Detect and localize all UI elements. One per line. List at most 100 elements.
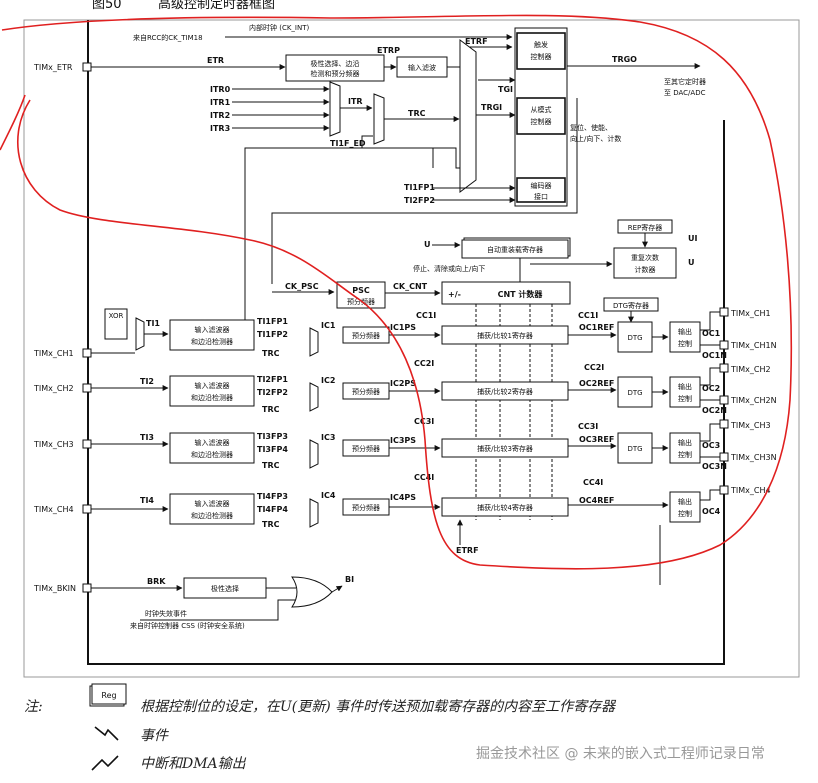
ti2fp2-label: TI2FP2 — [404, 196, 435, 205]
ch2-dtg-text: DTG — [627, 389, 642, 397]
ch2-filter-text-2: 和边沿检测器 — [191, 393, 233, 402]
ch2-trc: TRC — [262, 405, 280, 414]
slave-output-2: 向上/向下、计数 — [570, 134, 621, 143]
slave-controller-text-2: 控制器 — [531, 117, 552, 126]
oc3ref-label: OC3REF — [579, 435, 614, 444]
cc1i-label: CC1I — [416, 311, 436, 320]
pin-bkin-label: TIMx_BKIN — [33, 584, 76, 593]
pin-ch1 — [82, 348, 92, 358]
ch4-filter-box — [169, 493, 255, 525]
pin-etr-label: TIMx_ETR — [33, 63, 73, 72]
ch3-prescaler-text: 预分频器 — [352, 444, 380, 453]
ic3-label: IC3 — [321, 433, 335, 442]
psc-box — [336, 281, 386, 309]
ti1f-ed-feed — [244, 147, 460, 320]
pin-out-ch1 — [719, 307, 729, 317]
ch2-filter-text-1: 输入滤波器 — [195, 381, 230, 390]
cnt-events-label: 停止、清除或向上/向下 — [413, 264, 485, 273]
ch1-filter-text-1: 输入滤波器 — [195, 325, 230, 334]
rep-counter-box — [613, 247, 677, 279]
cc3-register-box — [441, 438, 569, 458]
ic1-label: IC1 — [321, 321, 336, 330]
ch4-filter-text-2: 和边沿检测器 — [191, 511, 233, 520]
ic1-mux — [309, 327, 319, 357]
ch1-output-ctrl-2: 控制 — [678, 339, 692, 348]
cc2i-label: CC2I — [414, 359, 434, 368]
trc-label: TRC — [408, 109, 426, 118]
etrf-line — [447, 44, 513, 68]
etrf-label: ETRF — [465, 37, 488, 46]
figure-title: 高级控制定时器框图 — [158, 0, 275, 12]
cc2i-out-label: CC2I — [584, 363, 604, 372]
ch4-output-ctrl-1: 输出 — [678, 497, 692, 506]
pin-out-ch1-label: TIMx_CH1 — [730, 309, 771, 318]
channel-4: TIMx_CH4 TI4 输入滤波器 和边沿检测器 TI4FP3 TI4FP4 … — [33, 473, 721, 529]
channel-2: TIMx_CH2 TI2 输入滤波器 和边沿检测器 TI2FP1 TI2FP2 … — [33, 359, 727, 415]
ch4-output-ctrl-2: 控制 — [678, 509, 692, 518]
auto-reload-text: 自动重装载寄存器 — [487, 245, 543, 254]
channel-3: TIMx_CH3 TI3 输入滤波器 和边沿检测器 TI3FP3 TI3FP4 … — [33, 417, 727, 471]
encoder-interface-text-1: 编码器 — [531, 181, 552, 190]
slave-controller-box — [516, 97, 566, 135]
ch1-filter-box — [169, 319, 255, 351]
ch1-dtg-box — [617, 321, 653, 353]
event-text: 事件 — [140, 728, 169, 744]
pin-etr — [82, 62, 92, 72]
itr0-label: ITR0 — [210, 85, 231, 94]
cc1-register-text: 捕获/比较1寄存器 — [477, 331, 533, 340]
interrupt-text: 中断和DMA输出 — [140, 756, 247, 772]
ck-psc-label: CK_PSC — [285, 282, 319, 291]
pin-ch3-label: TIMx_CH3 — [33, 440, 74, 449]
ic2-mux — [309, 382, 319, 412]
reg-legend-text: Reg — [101, 691, 116, 700]
itr-label: ITR — [348, 97, 363, 106]
figure-number: 图50 — [92, 0, 122, 12]
auto-reload-shadow — [461, 239, 569, 259]
bi-label: BI — [345, 575, 354, 584]
ch3-dtg-box — [617, 432, 653, 464]
cc4-register-box — [441, 497, 569, 517]
polarity-select-text: 极性选择 — [211, 584, 239, 593]
brk-label: BRK — [147, 577, 166, 586]
ch3-filter-text-1: 输入滤波器 — [195, 438, 230, 447]
ch2-prescaler-text: 预分频器 — [352, 387, 380, 396]
ch4-filter-text-1: 输入滤波器 — [195, 499, 230, 508]
ch1-output-ctrl-box — [669, 321, 701, 353]
ch1-dtg-text: DTG — [627, 334, 642, 342]
input-filter-text: 输入滤波 — [408, 63, 436, 72]
pin-out-ch2-label: TIMx_CH2 — [730, 365, 771, 374]
pin-out-ch3n — [719, 452, 729, 462]
oc3-label: OC3 — [702, 441, 720, 450]
pin-out-ch2n-label: TIMx_CH2N — [730, 396, 777, 405]
u-label-arr: U — [424, 240, 431, 249]
trigger-controller-box — [516, 32, 566, 70]
ch1-output-ctrl-1: 输出 — [678, 327, 692, 336]
ch1-fp2: TI1FP2 — [257, 330, 288, 339]
ti1fp1-label: TI1FP1 — [404, 183, 435, 192]
ch3-filter-box — [169, 432, 255, 464]
ti1f-ed-label: TI1F_ED — [330, 139, 366, 148]
rcc-source-label: 来自RCC的CK_TIM18 — [133, 33, 203, 42]
ch2-output-ctrl-box — [669, 376, 701, 408]
reg-legend-shadow — [91, 683, 127, 705]
pin-out-ch2n — [719, 395, 729, 405]
oc1n-label: OC1N — [702, 351, 727, 360]
xor-text: XOR — [109, 312, 124, 320]
ch2-filter-box — [169, 375, 255, 407]
ic1ps-label: IC1PS — [390, 323, 416, 332]
u-label-rep: U — [688, 258, 695, 267]
pin-ch1-label: TIMx_CH1 — [33, 349, 74, 358]
ch1-fp1: TI1FP1 — [257, 317, 288, 326]
ch3-dtg-text: DTG — [627, 445, 642, 453]
plus-minus-label: +/- — [448, 290, 461, 299]
cc3i-out-label: CC3I — [578, 422, 598, 431]
dtg-register-text: DTG寄存器 — [613, 301, 649, 310]
itr1-label: ITR1 — [210, 98, 231, 107]
pin-ch2-label: TIMx_CH2 — [33, 384, 74, 393]
oc2n-label: OC2N — [702, 406, 727, 415]
etr-label: ETR — [207, 56, 224, 65]
encoder-interface-box — [516, 177, 566, 203]
oc2-label: OC2 — [702, 384, 720, 393]
tgi-label: TGI — [498, 85, 513, 94]
note-label: 注: — [24, 699, 43, 715]
